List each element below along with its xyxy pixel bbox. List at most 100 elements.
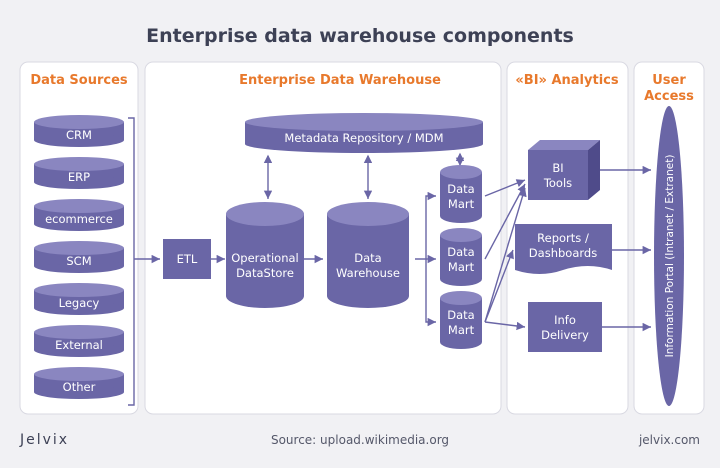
data-mart-1-body xyxy=(440,172,482,216)
dw-bottom xyxy=(327,284,409,308)
bi-tools-side xyxy=(588,140,600,200)
etl-label: ETL xyxy=(177,252,198,266)
metadata-bottom xyxy=(245,135,483,153)
data-source-label: External xyxy=(55,338,103,352)
bi-tools-label-2: Tools xyxy=(543,176,572,190)
data-source-5: External xyxy=(34,325,124,357)
bi-tools: BI Tools xyxy=(528,140,600,200)
data-mart-label-1: Data xyxy=(447,245,474,259)
data-mart-label-2: Mart xyxy=(448,197,475,211)
sources-bracket xyxy=(128,117,135,406)
operational-datastore: Operational DataStore xyxy=(226,202,304,308)
data-source-4-top xyxy=(34,283,124,297)
data-mart-1-bottom xyxy=(440,209,482,223)
section-header-user-access-1: User xyxy=(652,73,686,88)
bi-tools-front xyxy=(528,150,588,200)
data-mart-label-1: Data xyxy=(447,182,474,196)
reports-label-2: Dashboards xyxy=(529,246,597,260)
info-delivery-label-2: Delivery xyxy=(541,328,589,342)
data-source-label: Other xyxy=(63,380,96,394)
edge-mart2-to-bi xyxy=(484,183,526,260)
panel-data-sources xyxy=(19,61,139,415)
dw-label-2: Warehouse xyxy=(336,266,400,280)
ods-body xyxy=(226,214,304,296)
portal-label: Information Portal (Intranet / Extranet) xyxy=(664,155,676,358)
dw-top xyxy=(327,202,409,226)
etl-box xyxy=(163,239,211,279)
data-source-5-top xyxy=(34,325,124,339)
data-source-2-bottom xyxy=(34,217,124,231)
info-delivery-label-1: Info xyxy=(554,313,576,327)
ods-top xyxy=(226,202,304,226)
data-source-6-top xyxy=(34,367,124,381)
info-delivery-box xyxy=(528,302,602,352)
edge-dw-to-mart-1 xyxy=(415,191,436,260)
data-source-label: ecommerce xyxy=(45,212,113,226)
data-mart-label-1: Data xyxy=(447,308,474,322)
data-warehouse: Data Warehouse xyxy=(327,202,409,308)
footer-site[interactable]: jelvix.com xyxy=(638,433,700,447)
data-mart-2-body xyxy=(440,235,482,279)
metadata-label: Metadata Repository / MDM xyxy=(284,131,443,145)
data-source-1: ERP xyxy=(34,157,124,189)
ods-bottom xyxy=(226,284,304,308)
dw-label-1: Data xyxy=(354,251,381,265)
metadata-top xyxy=(245,113,483,131)
data-mart-label-2: Mart xyxy=(448,260,475,274)
data-source-0: CRM xyxy=(34,115,124,147)
page-title: Enterprise data warehouse components xyxy=(146,25,574,47)
logo: Jelvix xyxy=(19,432,69,448)
reports-shape xyxy=(515,224,612,274)
ods-label-1: Operational xyxy=(231,251,298,265)
bi-tools-top xyxy=(528,140,600,150)
data-source-5-bottom xyxy=(34,343,124,357)
data-source-1-bottom xyxy=(34,175,124,189)
portal-shape xyxy=(654,106,684,406)
data-mart-3-bottom xyxy=(440,335,482,349)
section-header-edw: Enterprise Data Warehouse xyxy=(239,73,441,88)
data-source-label: Legacy xyxy=(59,296,100,310)
footer-source: Source: upload.wikimedia.org xyxy=(271,433,449,447)
data-mart-label-2: Mart xyxy=(448,323,475,337)
data-source-0-bottom xyxy=(34,133,124,147)
ods-label-2: DataStore xyxy=(236,266,294,280)
data-source-3-top xyxy=(34,241,124,255)
reports-label-1: Reports / xyxy=(537,231,589,245)
data-source-4-bottom xyxy=(34,301,124,315)
data-source-3-bottom xyxy=(34,259,124,273)
data-source-2-top xyxy=(34,199,124,213)
data-source-3: SCM xyxy=(34,241,124,273)
section-header-data-sources: Data Sources xyxy=(30,73,128,88)
data-source-label: CRM xyxy=(66,128,92,142)
edge-mart3-to-reports xyxy=(484,249,514,323)
data-source-0-top xyxy=(34,115,124,129)
data-source-1-top xyxy=(34,157,124,171)
data-mart-2-top xyxy=(440,228,482,242)
data-mart-3-top xyxy=(440,291,482,305)
edge-mart3-to-bi xyxy=(484,187,527,323)
data-source-label: ERP xyxy=(68,170,90,184)
section-header-bi: «BI» Analytics xyxy=(515,73,618,88)
data-mart-2-bottom xyxy=(440,272,482,286)
reports-dashboards: Reports / Dashboards xyxy=(515,224,612,274)
information-portal: Information Portal (Intranet / Extranet) xyxy=(654,106,684,406)
data-source-6: Other xyxy=(34,367,124,399)
metadata-repository: Metadata Repository / MDM xyxy=(245,113,483,153)
bi-tools-label-1: BI xyxy=(552,161,563,175)
data-source-label: SCM xyxy=(66,254,91,268)
data-source-6-bottom xyxy=(34,385,124,399)
info-delivery: Info Delivery xyxy=(528,302,602,352)
dw-body xyxy=(327,214,409,296)
edge-mart3-to-info xyxy=(484,321,526,331)
data-source-4: Legacy xyxy=(34,283,124,315)
section-header-user-access-2: Access xyxy=(644,89,694,104)
data-source-2: ecommerce xyxy=(34,199,124,231)
data-mart-1-top xyxy=(440,165,482,179)
edge-mart1-to-bi xyxy=(484,179,526,197)
edge-dw-to-mart-3 xyxy=(425,259,436,327)
